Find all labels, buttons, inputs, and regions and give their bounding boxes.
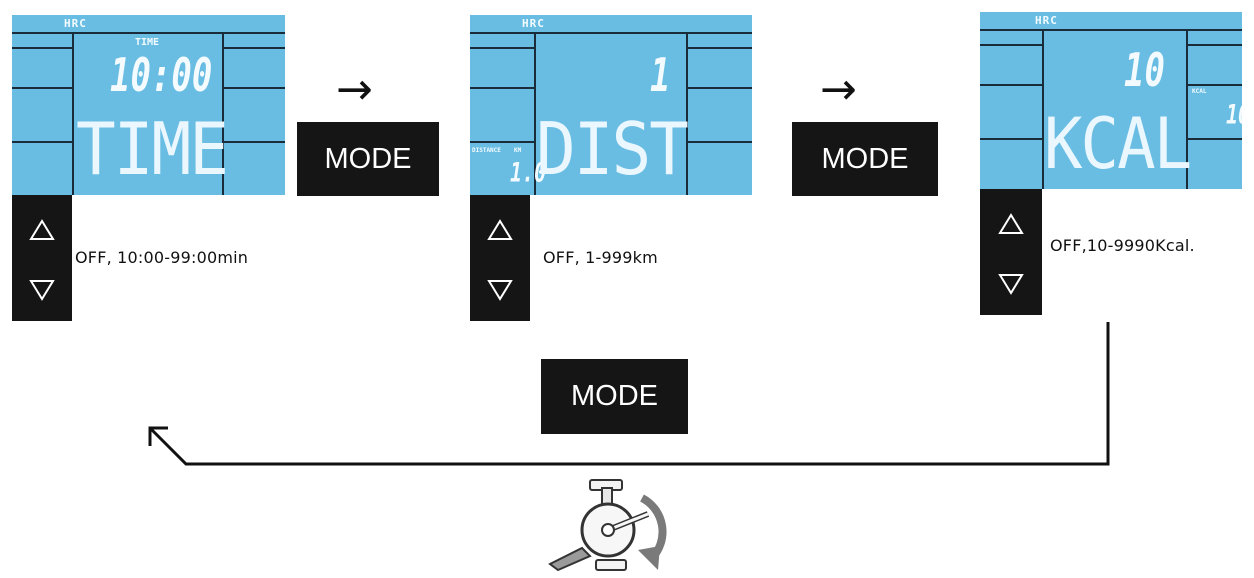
hrc-label: HRC [1035,14,1058,27]
calorie-side-value: 10 [1226,98,1242,131]
calorie-lcd-display: HRC 10 KCAL 10 KCAL [980,12,1242,189]
distance-side-value: 1.0 [510,156,547,189]
flow-arrow-2: → [820,64,857,115]
distance-word: DIST [536,107,689,192]
hrc-label: HRC [64,17,87,30]
distance-side-label: DISTANCE [472,147,501,154]
hrc-label: HRC [522,17,545,30]
up-arrow-icon[interactable] [487,219,513,241]
time-word: TIME [76,107,229,192]
calorie-range-text: OFF,10-9990Kcal. [1050,236,1195,255]
down-arrow-icon[interactable] [487,279,513,301]
mode-button-2[interactable]: MODE [792,122,938,196]
up-arrow-icon[interactable] [998,213,1024,235]
up-arrow-icon[interactable] [29,219,55,241]
distance-big-value: 1 [650,49,671,103]
down-arrow-icon[interactable] [998,273,1024,295]
calorie-big-value: 10 [1124,44,1165,98]
calorie-keypad [980,189,1042,315]
mode-button-1[interactable]: MODE [297,122,439,196]
flow-arrow-1: → [336,64,373,115]
time-keypad [12,195,72,321]
distance-keypad [470,195,530,321]
pedal-crank-icon[interactable] [542,478,682,576]
time-big-value: 10:00 [110,49,213,103]
calorie-side-label: KCAL [1192,88,1207,95]
mode-button-return[interactable]: MODE [541,359,688,434]
distance-range-text: OFF, 1-999km [543,248,658,267]
time-range-text: OFF, 10:00-99:00min [75,248,249,267]
down-arrow-icon[interactable] [29,279,55,301]
calorie-word: KCAL [1044,104,1192,186]
distance-side-unit: KM [514,147,522,154]
time-lcd-display: HRC TIME 10:00 TIME [12,15,285,195]
time-top-label: TIME [135,37,160,48]
distance-lcd-display: HRC 1 DISTANCE KM 1.0 DIST [470,15,752,195]
